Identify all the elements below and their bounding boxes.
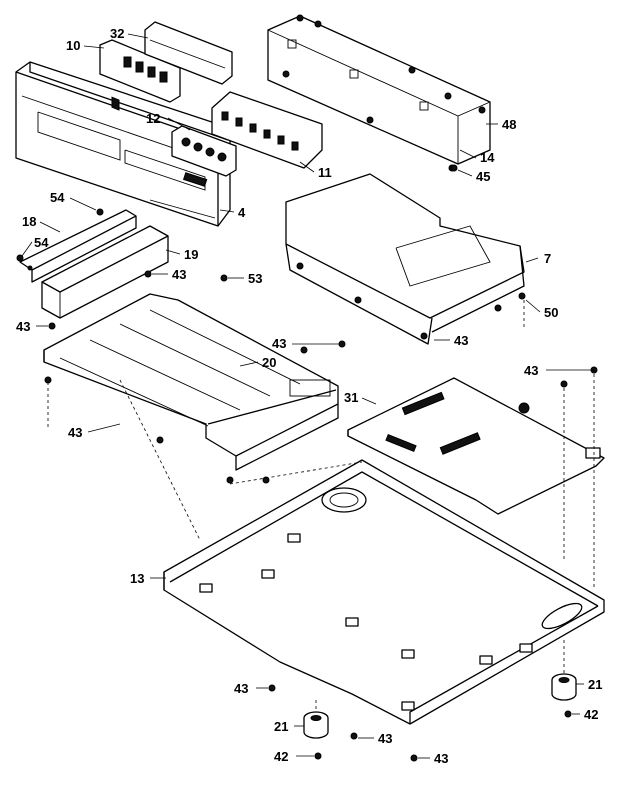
part-label: 43 xyxy=(234,681,248,696)
part-label: 11 xyxy=(318,165,332,180)
part-label: 14 xyxy=(480,150,495,165)
rear-board-48-part xyxy=(267,14,491,172)
part-label: 43 xyxy=(172,267,186,282)
part-label: 20 xyxy=(262,355,276,370)
part-label: 21 xyxy=(588,677,602,692)
part-label: 54 xyxy=(50,190,65,205)
part-label: 43 xyxy=(68,425,82,440)
foot-21-right-part xyxy=(551,673,577,701)
part-label: 45 xyxy=(476,169,490,184)
chassis-20-part xyxy=(43,293,339,471)
part-label: 43 xyxy=(454,333,468,348)
part-label: 53 xyxy=(248,271,262,286)
part-label: 4 xyxy=(238,205,246,220)
part-label: 54 xyxy=(34,235,49,250)
leader-lines xyxy=(21,33,595,759)
part-labels: 32 10 48 12 14 45 11 4 54 18 54 19 43 53… xyxy=(16,26,602,766)
part-label: 32 xyxy=(110,26,124,41)
front-panel-part xyxy=(15,61,231,227)
part-label: 43 xyxy=(524,363,538,378)
bracket-19-part xyxy=(41,225,169,319)
bracket-18-part xyxy=(19,209,137,283)
part-label: 48 xyxy=(502,117,516,132)
part-label: 31 xyxy=(344,390,358,405)
part-label: 10 xyxy=(66,38,80,53)
part-label: 12 xyxy=(146,111,160,126)
foot-21-left-part xyxy=(303,711,329,739)
part-label: 43 xyxy=(272,336,286,351)
part-label: 21 xyxy=(274,719,288,734)
part-label: 19 xyxy=(184,247,198,262)
base-plate-13-part xyxy=(163,459,605,725)
part-label: 43 xyxy=(434,751,448,766)
part-label: 7 xyxy=(544,251,551,266)
part-label: 13 xyxy=(130,571,144,586)
pcb-31-part xyxy=(347,377,605,515)
part-label: 43 xyxy=(16,319,30,334)
part-label: 18 xyxy=(22,214,36,229)
part-label: 42 xyxy=(274,749,288,764)
board-11-part xyxy=(211,91,323,169)
top-cover-7-part xyxy=(285,173,525,345)
part-label: 50 xyxy=(544,305,558,320)
part-label: 43 xyxy=(378,731,392,746)
part-label: 42 xyxy=(584,707,598,722)
board-32-part xyxy=(144,21,233,85)
board-10-part xyxy=(99,39,181,111)
